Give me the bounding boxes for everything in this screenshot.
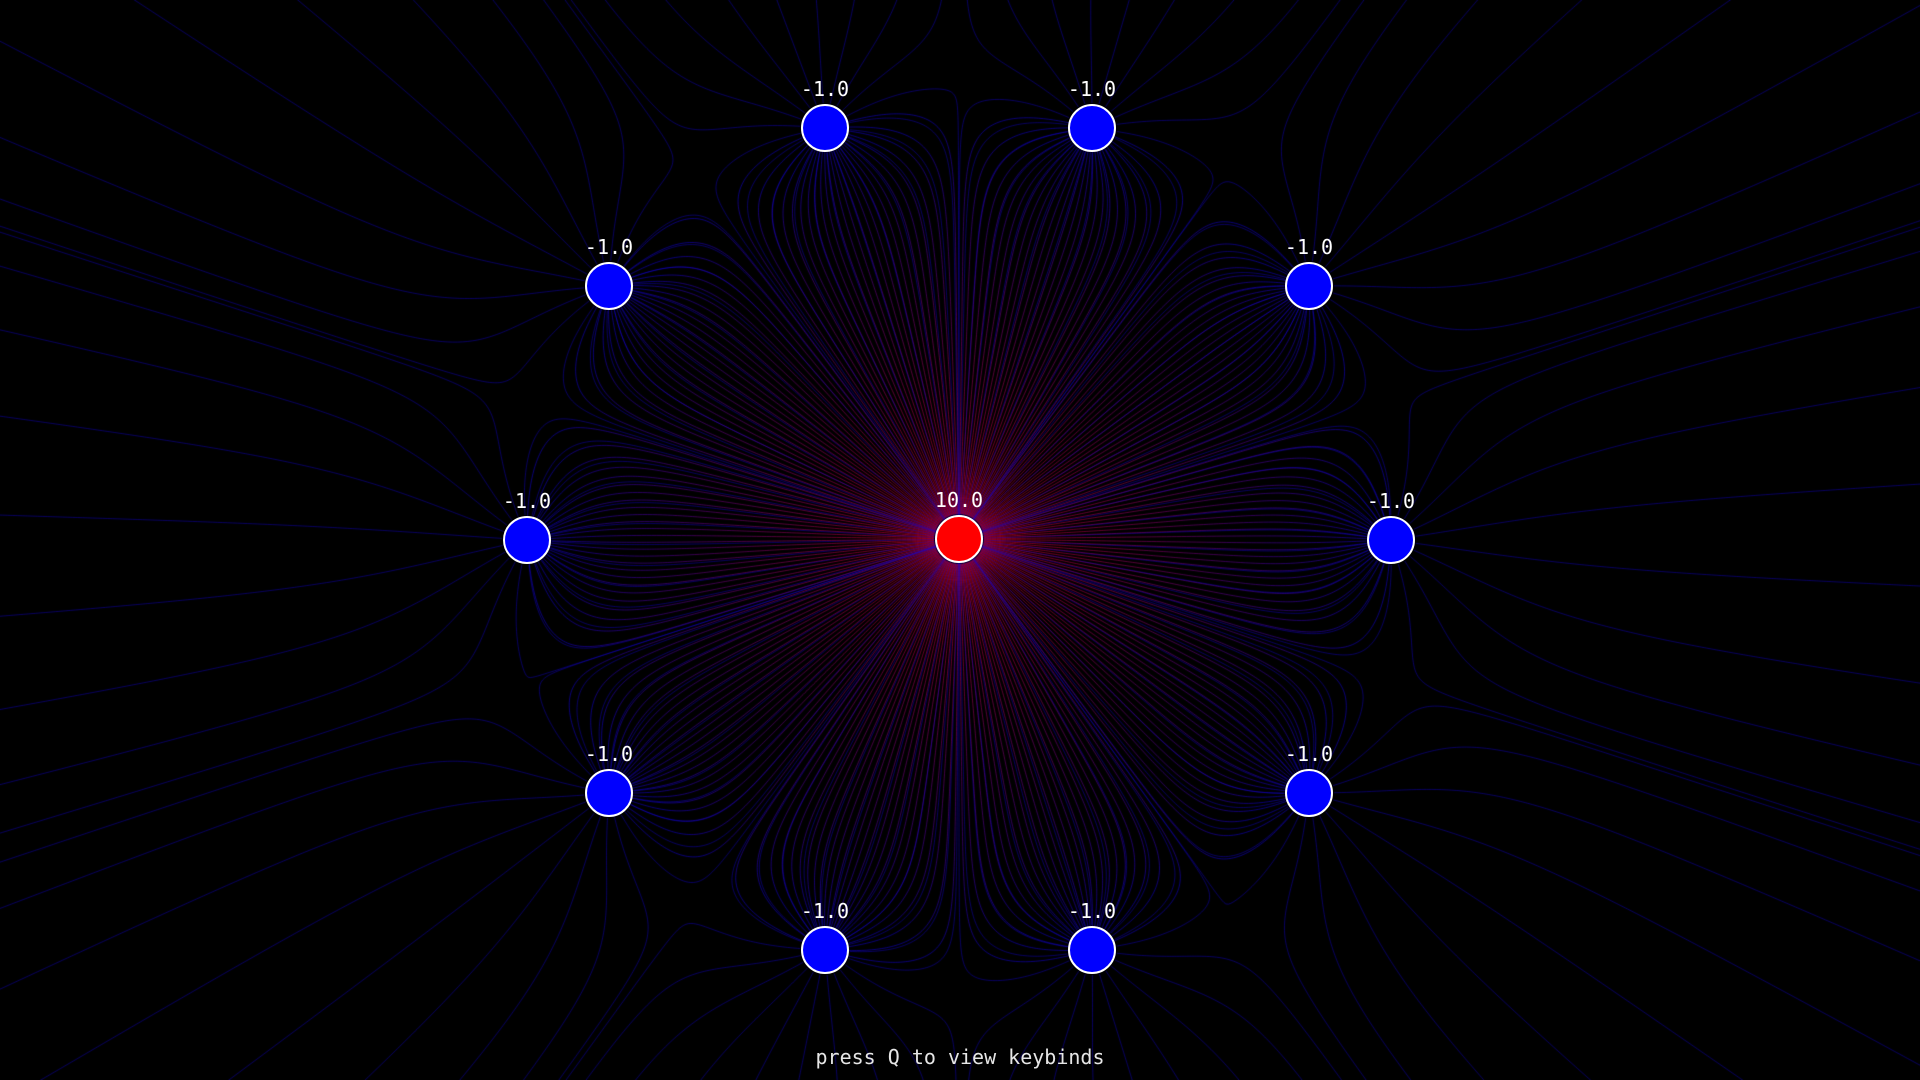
keybinds-hint: press Q to view keybinds <box>815 1045 1105 1069</box>
negative-charge[interactable] <box>1068 104 1116 152</box>
charge-value-label: -1.0 <box>502 489 552 513</box>
charge-value-label: -1.0 <box>584 742 634 766</box>
negative-charge[interactable] <box>585 262 633 310</box>
charge-value-label: -1.0 <box>584 235 634 259</box>
negative-charge[interactable] <box>801 104 849 152</box>
charge-value-label: 10.0 <box>934 488 984 512</box>
charge-value-label: -1.0 <box>1284 742 1334 766</box>
charge-value-label: -1.0 <box>800 899 850 923</box>
charge-value-label: -1.0 <box>1366 489 1416 513</box>
negative-charge[interactable] <box>1068 926 1116 974</box>
negative-charge[interactable] <box>1367 516 1415 564</box>
charge-value-label: -1.0 <box>1284 235 1334 259</box>
negative-charge[interactable] <box>585 769 633 817</box>
charge-value-label: -1.0 <box>1067 77 1117 101</box>
negative-charge[interactable] <box>503 516 551 564</box>
negative-charge[interactable] <box>801 926 849 974</box>
negative-charge[interactable] <box>1285 769 1333 817</box>
charge-value-label: -1.0 <box>1067 899 1117 923</box>
negative-charge[interactable] <box>1285 262 1333 310</box>
charge-value-label: -1.0 <box>800 77 850 101</box>
positive-charge[interactable] <box>935 515 983 563</box>
